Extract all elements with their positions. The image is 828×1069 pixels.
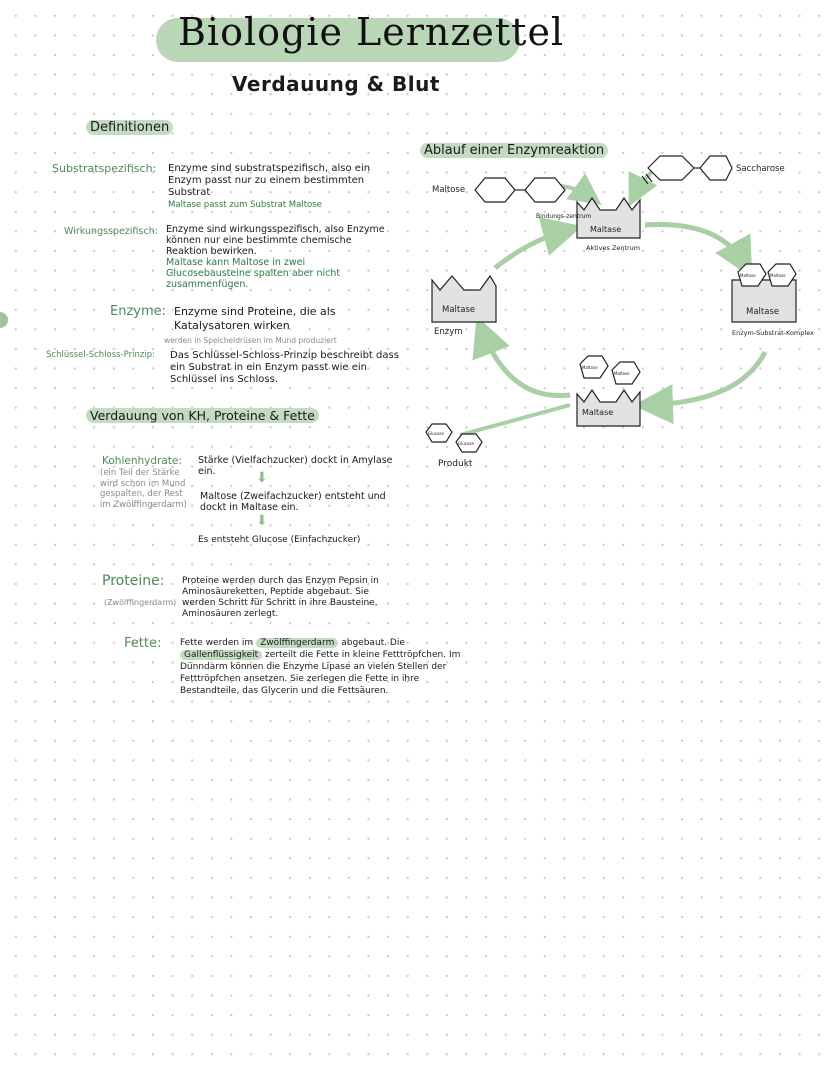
arrow-to-free-enzyme bbox=[472, 316, 571, 399]
arrow-to-complex bbox=[644, 222, 753, 279]
label-glucose-b: Glucose bbox=[458, 441, 474, 446]
term-schluessel-schloss: Schlüssel-Schloss-Prinzip: bbox=[46, 350, 155, 360]
carbs-step-2: Maltose (Zweifachzucker) entsteht und do… bbox=[200, 491, 386, 513]
digestion-heading-text: Verdauung von KH, Proteine & Fette bbox=[86, 408, 319, 423]
label-saccharose: Saccharose bbox=[736, 164, 785, 174]
maltase-active-site bbox=[576, 196, 641, 239]
arrow-down-icon: ⬇ bbox=[256, 470, 268, 486]
label-maltase-right: Maltase bbox=[746, 307, 779, 317]
label-product-maltose-b: Maltose bbox=[614, 371, 630, 376]
free-enzyme bbox=[431, 274, 497, 323]
proteins-note: (Zwölffingerdarm) bbox=[104, 598, 177, 607]
label-aktives-zentrum: Aktives Zentrum bbox=[586, 244, 640, 252]
label-produkt: Produkt bbox=[438, 459, 473, 469]
enzyme-diagram-heading-text: Ablauf einer Enzymreaktion bbox=[420, 143, 609, 158]
term-fette: Fette: bbox=[124, 636, 162, 651]
term-proteine: Proteine: bbox=[102, 573, 165, 589]
margin-dot bbox=[0, 312, 8, 328]
maltase-products bbox=[576, 355, 641, 427]
carbs-step-3: Es entsteht Glucose (Einfachzucker) bbox=[198, 535, 361, 545]
fats-highlight-galle: Gallenflüssigkeit bbox=[180, 650, 263, 660]
label-bindungszentrum: Bindungs-zentrum bbox=[536, 213, 591, 220]
proteins-text: Proteine werden durch das Enzym Pepsin i… bbox=[182, 576, 379, 619]
label-maltose: Maltose bbox=[432, 185, 465, 195]
label-enzym: Enzym bbox=[434, 327, 463, 337]
label-complex: Enzym-Substrat-Komplex bbox=[732, 329, 814, 337]
definition-wirkungsspezifisch: Enzyme sind wirkungsspezifisch, also Enz… bbox=[166, 224, 391, 290]
definition-example: Maltase kann Maltose in zwei Glucosebaus… bbox=[166, 257, 341, 290]
enzyme-reaction-diagram: Maltose Saccharose Bindungs-zentrum Akti… bbox=[425, 155, 814, 469]
label-complex-maltose-a: Maltose bbox=[740, 273, 756, 278]
fats-text-e: zerteilt die Fette in kleine Fetttröpfch… bbox=[180, 650, 461, 696]
page-title: Biologie Lernzettel bbox=[178, 10, 565, 54]
arrow-down-icon: ⬇ bbox=[256, 513, 268, 529]
arrow-to-glucose bbox=[459, 403, 571, 437]
enzyme-diagram-heading: Ablauf einer Enzymreaktion bbox=[420, 143, 609, 158]
carbs-note: (ein Teil der Stärke wird schon im Mund … bbox=[100, 468, 187, 510]
definition-schluessel-schloss: Das Schlüssel-Schloss-Prinzip beschreibt… bbox=[170, 350, 399, 385]
definition-text: Enzyme sind substratspezifisch, also ein… bbox=[168, 163, 371, 198]
definitions-heading: Definitionen bbox=[86, 120, 174, 135]
definition-text: Enzyme sind Proteine, die als Katalysato… bbox=[174, 305, 336, 332]
definitions-heading-text: Definitionen bbox=[86, 120, 174, 135]
page-subtitle: Verdauung & Blut bbox=[232, 72, 440, 96]
label-product-maltose-a: Maltose bbox=[582, 365, 598, 370]
label-maltase-left: Maltase bbox=[442, 305, 475, 315]
saccharose-molecule bbox=[647, 155, 733, 181]
term-wirkungsspezifisch: Wirkungsspezifisch: bbox=[64, 226, 158, 237]
label-complex-maltose-b: Maltose bbox=[770, 273, 786, 278]
definition-enzyme: Enzyme sind Proteine, die als Katalysato… bbox=[174, 305, 374, 333]
fats-text-a: Fette werden im bbox=[180, 638, 254, 648]
digestion-heading: Verdauung von KH, Proteine & Fette bbox=[86, 408, 319, 423]
arrow-to-products bbox=[633, 350, 768, 425]
enzyme-note: werden in Speicheldrüsen im Mund produzi… bbox=[164, 336, 337, 345]
label-maltase-bottom: Maltase bbox=[582, 408, 613, 417]
maltose-molecule bbox=[474, 177, 566, 203]
label-glucose-a: Glucose bbox=[428, 431, 444, 436]
definition-substratspezifisch: Enzyme sind substratspezifisch, also ein… bbox=[168, 163, 403, 211]
term-kohlenhydrate: Kohlenhydrate: bbox=[102, 455, 182, 467]
fats-text-c: abgebaut. Die bbox=[341, 638, 405, 648]
fats-text: Fette werden im Zwölffingerdarm abgebaut… bbox=[180, 637, 465, 697]
term-enzyme: Enzyme: bbox=[110, 304, 167, 319]
term-substratspezifisch: Substratspezifisch: bbox=[52, 162, 157, 175]
arrow-to-active-site bbox=[493, 217, 583, 270]
enzyme-substrate-complex bbox=[731, 263, 797, 323]
carbs-step-1: Stärke (Vielfachzucker) dockt in Amylase… bbox=[198, 455, 393, 477]
definition-example: Maltase passt zum Substrat Maltose bbox=[168, 200, 322, 210]
title-highlight bbox=[156, 18, 520, 62]
label-maltase-top: Maltase bbox=[590, 225, 621, 234]
definition-text: Enzyme sind wirkungsspezifisch, also Enz… bbox=[166, 224, 385, 257]
glucose-products bbox=[425, 423, 483, 453]
fats-highlight-zwoelffingerdarm: Zwölffingerdarm bbox=[256, 638, 339, 648]
